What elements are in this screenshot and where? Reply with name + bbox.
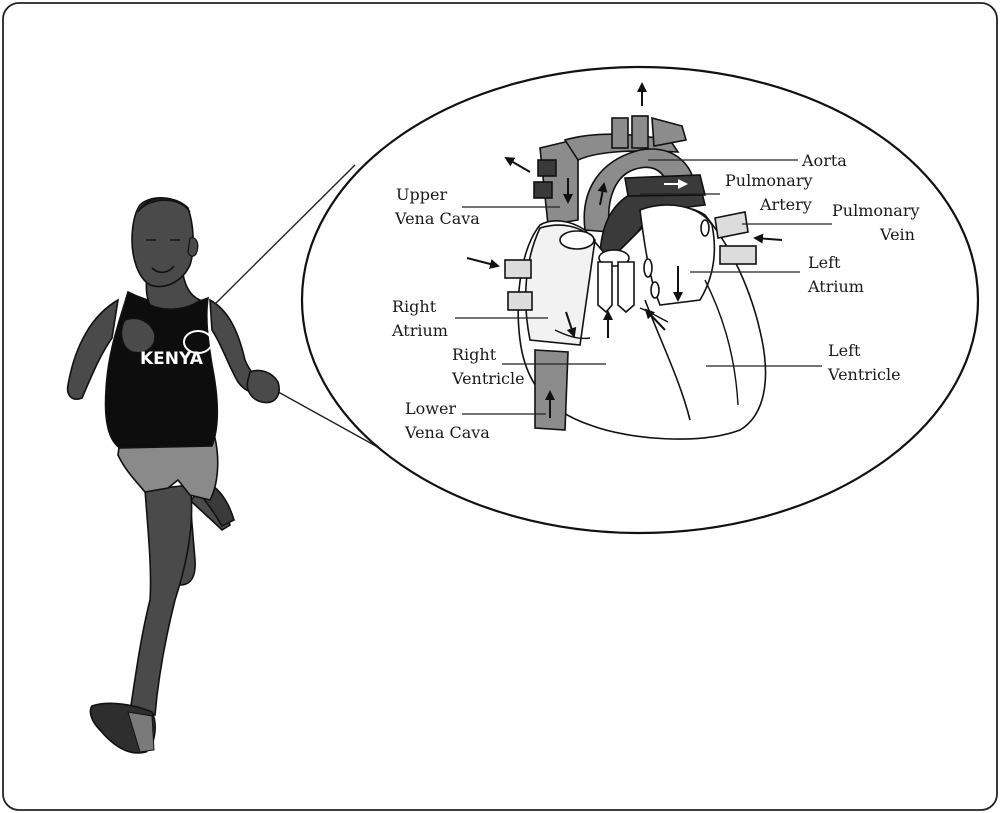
jersey-text: KENYA: [140, 349, 204, 369]
runner-head: [131, 197, 194, 288]
zoom-line-bottom: [261, 382, 393, 456]
zoom-line-top: [211, 164, 356, 308]
arrow-icon: [644, 308, 666, 331]
label-right-ventricle-line2: Ventricle: [451, 369, 525, 388]
arrow-icon: [466, 257, 500, 269]
flow-arrows: [466, 82, 783, 418]
runner-shoe-heel: [127, 711, 155, 753]
aortic-valve: [617, 261, 635, 314]
runner-shorts: [117, 437, 219, 501]
arrow-icon: [565, 311, 577, 338]
label-pulmonary-vein-line1: Pulmonary: [832, 201, 920, 220]
label-upper-vena-cava-line2: Vena Cava: [394, 209, 480, 228]
aorta-branch-2: [631, 115, 649, 149]
left-dark-vessel-2: [533, 181, 553, 199]
valve-opening-1: [559, 230, 595, 250]
runner-hair: [137, 197, 191, 213]
right-pulmonary-vein-1: [504, 259, 532, 279]
label-right-atrium-line1: Right: [392, 297, 437, 316]
arrow-icon: [597, 182, 608, 206]
left-dark-vessel-1: [537, 159, 557, 177]
label-lower-vena-cava-line2: Vena Cava: [404, 423, 490, 442]
runner-front-leg: [129, 484, 193, 716]
pulmonary-artery-branch: [624, 174, 707, 197]
label-left-atrium-line1: Left: [808, 253, 841, 272]
label-pulmonary-artery-line1: Pulmonary: [725, 171, 813, 190]
arrow-icon: [753, 233, 783, 244]
label-upper-vena-cava-line1: Upper: [396, 185, 447, 204]
pulmonary-valve: [597, 261, 613, 314]
label-right-atrium-line2: Atrium: [391, 321, 448, 340]
left-pulmonary-vein-1: [714, 211, 749, 239]
valve-opening-3: [700, 219, 710, 237]
arrow-icon: [504, 156, 531, 173]
right-pulmonary-vein-2: [507, 291, 533, 311]
label-right-ventricle-line1: Right: [452, 345, 497, 364]
labels: Aorta Pulmonary Artery Pulmonary Vein Up…: [391, 151, 920, 442]
heart-illustration: [504, 115, 767, 440]
label-left-atrium-line2: Atrium: [807, 277, 864, 296]
valve-opening-4: [643, 258, 653, 278]
lower-vena-cava-vessel: [534, 349, 569, 431]
valve-opening-5: [650, 281, 660, 299]
label-pulmonary-artery-line2: Artery: [759, 195, 812, 214]
runner-left-arm: [66, 298, 120, 400]
runner-mouth: [151, 265, 175, 274]
left-ventricle-wall: [704, 279, 739, 406]
runner-jersey: [104, 290, 219, 449]
leader-lines: [455, 159, 832, 415]
aorta-branch-1: [611, 117, 629, 149]
runner-left-fist: [120, 317, 156, 354]
aorta-branch-3: [651, 116, 688, 147]
label-left-ventricle-line2: Ventricle: [827, 365, 901, 384]
runner-ear: [187, 237, 199, 257]
label-lower-vena-cava-line1: Lower: [405, 399, 456, 418]
label-pulmonary-vein-line2: Vein: [879, 225, 915, 244]
runner-right-fist: [246, 369, 280, 404]
left-pulmonary-vein-2: [719, 245, 757, 265]
heart-location-marker: [183, 330, 213, 354]
runner-figure: KENYA: [66, 197, 280, 754]
label-left-ventricle-line1: Left: [828, 341, 861, 360]
label-aorta: Aorta: [801, 151, 847, 170]
